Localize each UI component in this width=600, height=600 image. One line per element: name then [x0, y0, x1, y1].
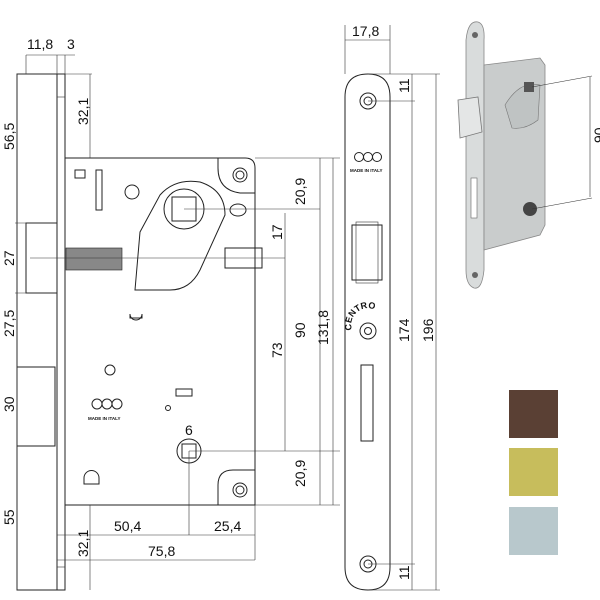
- dim-latch-height: 27: [1, 250, 17, 266]
- latch-tail: [224, 247, 263, 269]
- latch-spring: [65, 247, 123, 271]
- dim-top-screw-offset: 20,9: [292, 178, 308, 205]
- side-logo: MADE IN ITALY: [88, 398, 123, 421]
- lock-case: [64, 157, 256, 506]
- finish-swatch-satin-chrome: [509, 507, 558, 555]
- dim-backset: 50,4: [114, 518, 141, 534]
- dim-case-height: 131,8: [315, 310, 331, 345]
- dim-key-to-edge: 25,4: [214, 518, 241, 534]
- screw-hole-bottom: [232, 482, 248, 498]
- dim-window-height: 30: [1, 396, 17, 412]
- lock-photo: 90: [457, 21, 600, 289]
- deadbolt-window: [360, 364, 374, 442]
- dim-center-distance: 90: [292, 322, 308, 338]
- dim-screw-span: 174: [396, 318, 412, 342]
- dim-plate-width: 17,8: [352, 23, 379, 39]
- side-view: MADE IN ITALY 11,8 3 56,5 32,1 27 27,5 3…: [1, 36, 340, 591]
- faceplate-front: [344, 73, 391, 591]
- made-in-label: MADE IN ITALY: [88, 416, 121, 421]
- dim-bottom-section: 55: [1, 509, 17, 525]
- front-view: MADE IN ITALY CENTRO 17,8 11 174 196 11: [343, 23, 440, 591]
- window-cutout: [16, 366, 56, 447]
- latch-opening: [351, 224, 383, 281]
- dim-latch-to-key: 73: [269, 342, 285, 358]
- forend-side: [56, 73, 66, 591]
- dim-screw-top: 11: [396, 78, 412, 93]
- dim-bottom-screw-offset: 20,9: [292, 460, 308, 487]
- screw-hole-top: [232, 167, 248, 183]
- dim-faceplate-thickness: 11,8: [27, 36, 53, 52]
- follower-cam: [134, 180, 226, 291]
- dim-case-depth: 75,8: [148, 543, 175, 559]
- center-mark: [359, 322, 377, 340]
- dim-key-hole: 6: [185, 422, 193, 438]
- dim-top-to-latch: 56,5: [1, 123, 17, 150]
- dim-forend-thickness: 3: [67, 36, 75, 52]
- finish-swatch-brass: [509, 448, 558, 496]
- dim-plate-length: 196: [420, 318, 436, 342]
- centro-label: CENTRO: [343, 300, 376, 331]
- front-logo: MADE IN ITALY: [350, 152, 383, 173]
- dim-spindle-to-latch: 17: [269, 224, 285, 240]
- made-in-label-front: MADE IN ITALY: [350, 168, 383, 173]
- faceplate-side: [16, 73, 58, 591]
- photo-dim-center-distance: 90: [591, 127, 600, 143]
- dim-screw-bottom: 11: [396, 565, 412, 580]
- finish-swatch-bronze: [509, 390, 558, 438]
- dim-case-to-bottom: 32,1: [75, 530, 91, 557]
- dim-top-to-case: 32,1: [75, 98, 91, 125]
- dim-latch-to-window: 27,5: [1, 310, 17, 337]
